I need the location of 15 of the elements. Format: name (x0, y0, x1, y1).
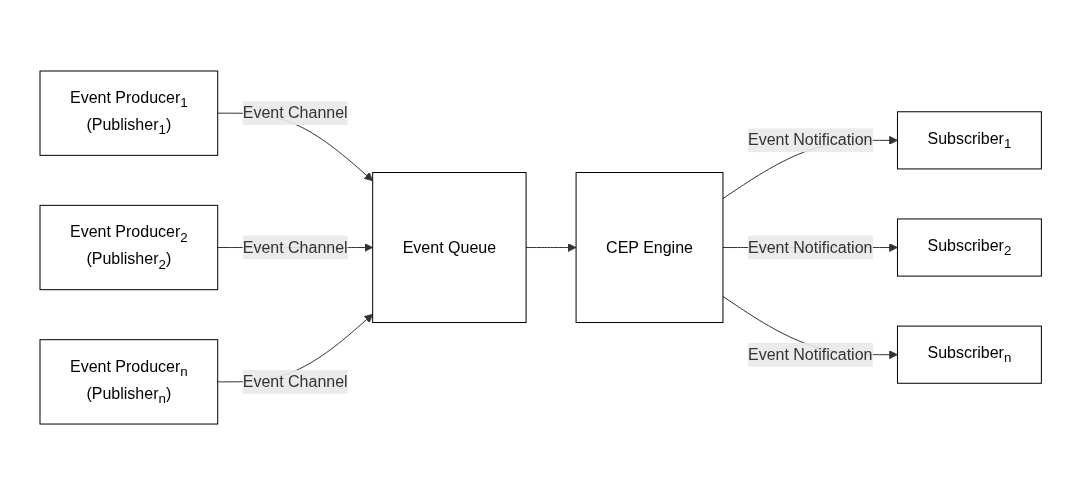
edge-label: Event Channel (242, 239, 348, 256)
edge-label: Event Channel (242, 373, 348, 391)
node-box: Event Queue (372, 172, 527, 324)
node-box: Subscriber$_{2}$ (896, 218, 1042, 278)
node-box: Subscriber$_{n}$ (896, 326, 1042, 385)
node-box: Event Producer$_{n}$ (Publisher$_{n}$) (39, 339, 218, 425)
edge-label: Event Notification (747, 239, 873, 256)
node-box: CEP Engine (575, 172, 724, 324)
edge-label: Event Notification (747, 131, 873, 149)
edge-label: Event Channel (242, 104, 348, 122)
arrow (525, 243, 577, 253)
node-box: Subscriber$_{1}$ (896, 111, 1042, 170)
edge-label: Event Notification (747, 346, 873, 364)
node-box: Event Producer$_{2}$ (Publisher$_{2}$) (39, 205, 218, 291)
node-box: Event Producer$_{1}$ (Publisher$_{1}$) (39, 71, 218, 157)
